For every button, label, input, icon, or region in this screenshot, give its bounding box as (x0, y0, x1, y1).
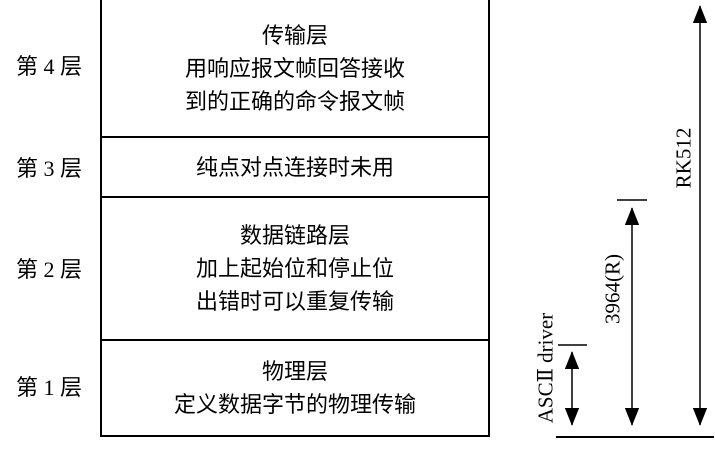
ascii-driver-label: ASCⅡ driver (533, 312, 558, 424)
section-text-line: 到的正确的命令报文帧 (184, 88, 405, 114)
layer-label-1: 第 1 层 (15, 375, 82, 400)
section-text-line: 加上起始位和停止位 (195, 256, 394, 281)
rk512-label: RK512 (671, 127, 696, 189)
section-text-line: 出错时可以重复传输 (195, 289, 394, 314)
3964r-label: 3964(R) (600, 254, 625, 324)
section-text-line: 纯点对点连接时未用 (195, 154, 394, 180)
section-text-line: 物理层 (261, 359, 328, 384)
section-text-line: 传输层 (261, 22, 328, 48)
layer-label-3: 第 3 层 (15, 156, 82, 181)
layer-label-2: 第 2 层 (15, 257, 82, 282)
section-text-line: 数据链路层 (239, 223, 350, 248)
protocol-stack-box: 传输层 用响应报文帧回答接收 到的正确的命令报文帧 纯点对点连接时未用 数据链路… (100, 0, 490, 437)
layer-4-transport-section: 传输层 用响应报文帧回答接收 到的正确的命令报文帧 (102, 0, 488, 136)
layer-1-physical-section: 物理层 定义数据字节的物理传输 (102, 339, 488, 435)
layer-3-section: 纯点对点连接时未用 (102, 136, 488, 196)
layer-label-4: 第 4 层 (15, 54, 82, 79)
layer-2-datalink-section: 数据链路层 加上起始位和停止位 出错时可以重复传输 (102, 196, 488, 339)
section-text-line: 定义数据字节的物理传输 (173, 392, 416, 417)
section-text-line: 用响应报文帧回答接收 (184, 55, 405, 81)
